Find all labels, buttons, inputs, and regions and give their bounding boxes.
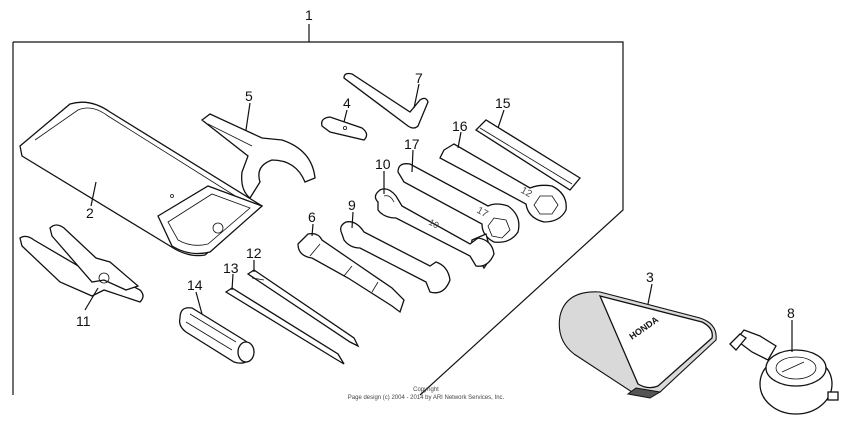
callout-8: 8 bbox=[787, 305, 795, 321]
callout-13: 13 bbox=[223, 260, 239, 276]
leader-lines bbox=[84, 83, 793, 352]
tire-pressure-gauge bbox=[729, 329, 839, 415]
callout-9: 9 bbox=[348, 197, 356, 213]
callout-6: 6 bbox=[308, 209, 316, 225]
callout-16: 16 bbox=[452, 118, 468, 134]
copyright-notice: Copyright Page design (c) 2004 - 2014 by… bbox=[348, 387, 505, 401]
open-end-wrench-9 bbox=[340, 221, 451, 294]
tool-bag bbox=[19, 101, 264, 257]
callout-14: 14 bbox=[187, 277, 203, 293]
callout-labels: 1 2 3 4 5 6 7 8 9 10 11 12 13 14 15 16 1… bbox=[76, 7, 795, 329]
wrench-size-mark-17: 17 bbox=[475, 205, 491, 220]
callout-12: 12 bbox=[246, 245, 262, 261]
screwdriver-shaft-12 bbox=[246, 269, 360, 348]
spark-plug-socket bbox=[297, 232, 405, 314]
copyright-line-1: Copyright bbox=[413, 387, 439, 393]
callout-4: 4 bbox=[343, 95, 351, 111]
callout-7: 7 bbox=[415, 70, 423, 86]
wrench-size-mark-10: 10 bbox=[427, 217, 441, 231]
copyright-line-2: Page design (c) 2004 - 2014 by ARI Netwo… bbox=[348, 395, 505, 401]
box-wrench: 12 bbox=[439, 143, 567, 223]
screwdriver-grip bbox=[474, 119, 581, 191]
callout-2: 2 bbox=[86, 205, 94, 221]
callout-10: 10 bbox=[375, 156, 391, 172]
pliers bbox=[19, 224, 144, 303]
tool-pouch: HONDA bbox=[558, 291, 717, 399]
pin-spanner bbox=[200, 113, 316, 199]
callout-11: 11 bbox=[76, 313, 91, 329]
assembly-bracket bbox=[12, 24, 624, 396]
hex-key bbox=[343, 72, 429, 129]
callout-17: 17 bbox=[404, 136, 420, 152]
callout-3: 3 bbox=[646, 269, 654, 285]
callout-1: 1 bbox=[305, 7, 313, 23]
wrench-size-mark-12: 12 bbox=[519, 185, 535, 200]
callout-5: 5 bbox=[245, 88, 253, 104]
screwdriver-bit bbox=[321, 116, 368, 141]
screwdriver-shaft-13 bbox=[224, 287, 345, 365]
open-end-wrench-10: 10 bbox=[374, 188, 495, 267]
screwdriver-handle bbox=[178, 307, 255, 364]
callout-15: 15 bbox=[495, 95, 511, 111]
